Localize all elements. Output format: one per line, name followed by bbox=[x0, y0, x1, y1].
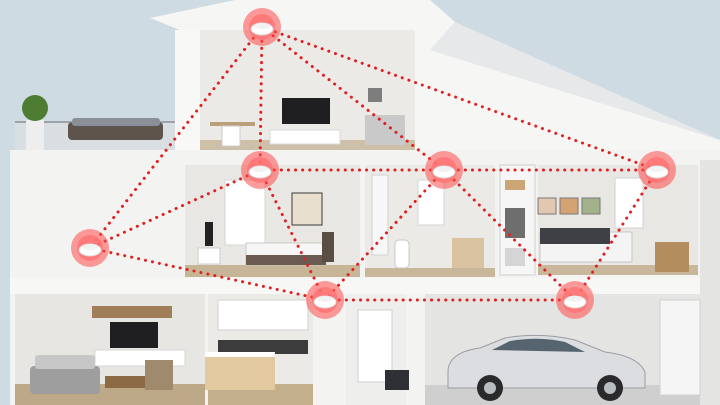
mesh-link-attic-upper-right bbox=[260, 25, 659, 172]
mesh-links bbox=[88, 25, 659, 302]
smoke-detector-icon-garage bbox=[556, 281, 594, 319]
car bbox=[447, 334, 646, 401]
smoke-detector-icon-attic bbox=[243, 8, 281, 46]
balcony bbox=[15, 95, 175, 150]
smoke-detector-icon-upper-left bbox=[241, 151, 279, 189]
smoke-detector-icon-upper-right bbox=[638, 151, 676, 189]
tv-living bbox=[110, 322, 158, 348]
sofa bbox=[30, 366, 100, 394]
smoke-detector-icon-ground-mid bbox=[306, 281, 344, 319]
plant bbox=[22, 95, 48, 121]
mesh-nodes bbox=[71, 8, 676, 319]
attic-room bbox=[175, 30, 415, 150]
mesh-link-attic-left-wall bbox=[88, 25, 264, 250]
mesh-link-attic-upper-mid bbox=[260, 25, 446, 172]
smoke-detector-icon-upper-mid bbox=[425, 151, 463, 189]
floor-slab bbox=[10, 278, 700, 294]
mesh-link-attic-upper-left bbox=[258, 25, 264, 172]
mesh-link-upper-left-ground-mid bbox=[258, 168, 327, 302]
mesh-link-upper-right-garage bbox=[573, 168, 659, 302]
second-floor bbox=[185, 164, 698, 277]
mesh-link-upper-mid-garage bbox=[442, 168, 577, 302]
tv bbox=[282, 98, 330, 124]
mesh-link-upper-left-left-wall bbox=[88, 168, 262, 250]
mesh-link-upper-mid-ground-mid bbox=[323, 168, 446, 302]
mesh-link-left-wall-ground-mid bbox=[88, 246, 327, 302]
smoke-detector-icon-left-wall bbox=[71, 229, 109, 267]
